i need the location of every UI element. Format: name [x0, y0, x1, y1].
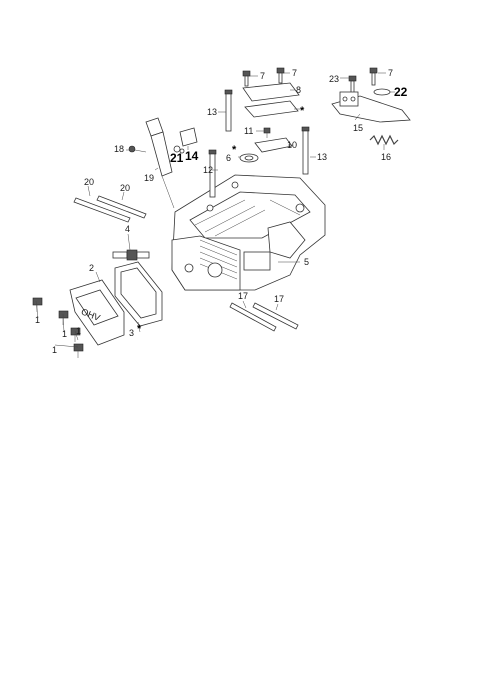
- label-20a: 20: [84, 177, 94, 187]
- label-8: 8: [296, 85, 301, 95]
- label-14: 14: [185, 149, 199, 163]
- stud-13-left: [224, 89, 233, 132]
- label-1a: 1: [35, 315, 40, 325]
- bolt-7-c: [369, 67, 378, 86]
- cover-bolt-3: [70, 327, 81, 342]
- label-3: 3: [129, 328, 134, 338]
- label-17a: 17: [238, 291, 248, 301]
- label-13b: 13: [317, 152, 327, 162]
- asterisk-3: *: [137, 323, 142, 335]
- washer-6: [239, 153, 259, 163]
- label-19: 19: [144, 173, 154, 183]
- label-22: 22: [394, 85, 408, 99]
- label-18: 18: [114, 144, 124, 154]
- asterisk-8: *: [300, 105, 305, 117]
- leader-lines: [35, 72, 395, 348]
- label-7b: 7: [292, 68, 297, 78]
- spark-plug: [112, 249, 150, 261]
- label-1d: 1: [52, 345, 57, 355]
- dipstick-tube: [145, 117, 175, 209]
- label-1c: 1: [76, 326, 81, 336]
- part-labels: 1 1 1 1 2 3 * 4 5 6 * 7 7 7 8 * 10 11 12…: [35, 68, 408, 355]
- label-21: 21: [170, 151, 184, 165]
- label-2: 2: [89, 263, 94, 273]
- cover-bolt-4: [73, 343, 84, 358]
- label-16: 16: [381, 152, 391, 162]
- bolt-23: [348, 75, 357, 94]
- bracket-14: [179, 127, 198, 147]
- label-17b: 17: [274, 294, 284, 304]
- washer-22: [373, 88, 391, 96]
- bolt-7-a: [242, 70, 251, 87]
- gasket-plate: [244, 100, 299, 118]
- label-12: 12: [203, 165, 213, 175]
- cooling-fins: [199, 239, 238, 280]
- label-15: 15: [353, 123, 363, 133]
- label-20b: 20: [120, 183, 130, 193]
- head-cover: OHV: [69, 279, 125, 346]
- head-gasket: [114, 261, 163, 327]
- label-4: 4: [125, 224, 130, 234]
- label-23: 23: [329, 74, 339, 84]
- stud-17-left: [229, 302, 277, 332]
- label-7c: 7: [388, 68, 393, 78]
- bracket-15: [331, 91, 411, 123]
- label-11: 11: [244, 126, 253, 136]
- stud-20-right: [96, 195, 147, 219]
- plate-10: [254, 137, 293, 153]
- cover-plate-8: [242, 82, 300, 102]
- stud-17-right: [252, 302, 299, 330]
- label-10: 10: [287, 140, 297, 150]
- engine-block: [171, 174, 326, 291]
- stud-20-left: [73, 197, 131, 223]
- bolt-7-b: [276, 67, 285, 84]
- label-7a: 7: [260, 71, 265, 81]
- label-13a: 13: [207, 107, 217, 117]
- stud-13-right: [301, 126, 310, 175]
- bolt-18: [128, 145, 147, 153]
- asterisk-6: *: [232, 144, 237, 156]
- spring-16: [369, 134, 399, 146]
- clip-21: [173, 145, 185, 154]
- bolt-11: [263, 127, 271, 138]
- cover-bolt-1: [32, 297, 43, 312]
- label-1b: 1: [62, 329, 67, 339]
- cover-bolt-2: [58, 310, 69, 325]
- label-5: 5: [304, 257, 309, 267]
- label-6: 6: [226, 153, 231, 163]
- stud-12: [208, 149, 217, 198]
